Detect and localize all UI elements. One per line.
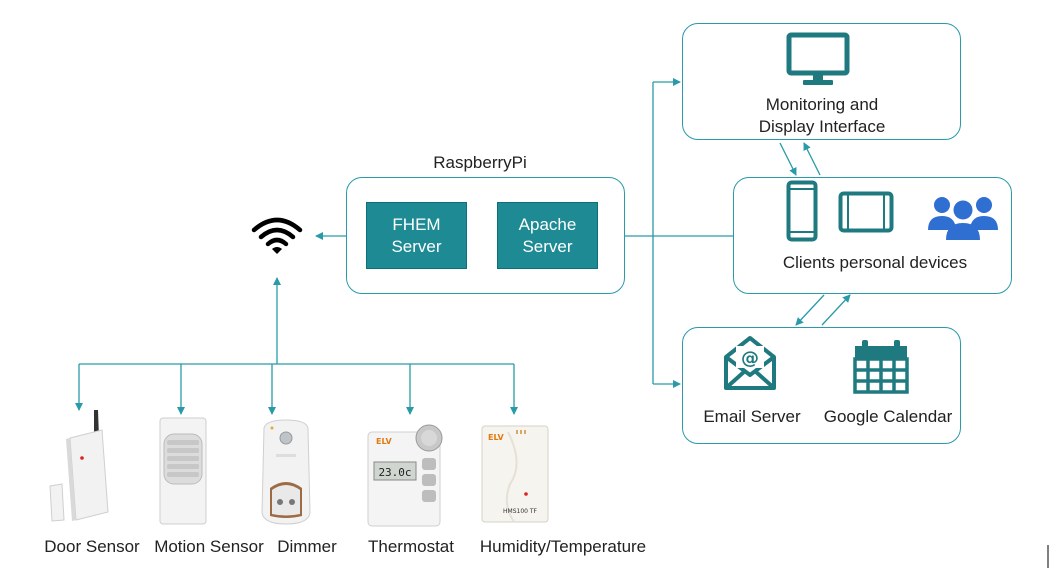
monitoring-to-clients-arrow (779, 142, 797, 176)
clients-to-services-arrow (795, 294, 825, 326)
fhem-server-box: FHEM Server (366, 202, 467, 269)
clients-label: Clients personal devices (782, 253, 968, 272)
door-sensor-image (44, 408, 116, 523)
services-to-clients-arrow (821, 294, 851, 326)
apache-server-box: Apache Server (497, 202, 598, 269)
users-group-icon (928, 194, 998, 240)
clients-to-monitoring-arrow (803, 142, 821, 176)
device-label-door-sensor: Door Sensor (44, 537, 140, 556)
thermostat-display: 23.0c (378, 466, 411, 479)
google-calendar-label: Google Calendar (823, 407, 953, 426)
svg-text:@: @ (741, 348, 759, 369)
device-label-dimmer: Dimmer (277, 537, 337, 556)
calendar-icon (853, 340, 909, 394)
device-label-thermostat: Thermostat (368, 537, 454, 556)
humidity-model-label: HMS100 TF (503, 508, 538, 515)
thermostat-brand: ELV (376, 437, 392, 446)
tablet-icon (838, 191, 894, 233)
email-envelope-icon: @ (723, 335, 777, 391)
humidity-brand: ELV (488, 433, 504, 442)
monitoring-label: Monitoring and Display Interface (758, 95, 886, 136)
motion-sensor-image (158, 416, 208, 526)
smartphone-icon (786, 180, 818, 242)
monitor-icon (786, 32, 850, 86)
dimmer-image (258, 418, 314, 526)
humidity-temperature-image: ELV HMS100 TF (480, 424, 550, 524)
raspberry-pi-title: RaspberryPi (433, 153, 527, 172)
wifi-icon (250, 216, 304, 256)
thermostat-image: ELV 23.0c (366, 424, 446, 528)
email-server-label: Email Server (703, 407, 801, 426)
device-label-humidity-temperature: Humidity/Temperature (479, 537, 647, 556)
device-label-motion-sensor: Motion Sensor (154, 537, 264, 556)
